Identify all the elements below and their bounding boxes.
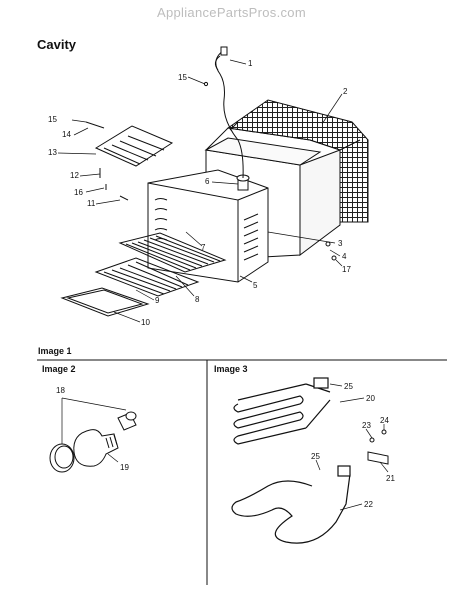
- leader-lines-image3: [315, 383, 389, 511]
- lamp-wire-harness: [214, 46, 244, 179]
- callout-9: 9: [155, 296, 160, 305]
- callout-13: 13: [48, 148, 57, 157]
- broil-pan: [60, 287, 150, 317]
- callout-1: 1: [248, 59, 253, 68]
- callout-7: 7: [201, 243, 206, 252]
- callout-10: 10: [141, 318, 150, 327]
- image-2-label: Image 2: [42, 364, 76, 374]
- callout-5: 5: [253, 281, 258, 290]
- callout-14: 14: [62, 130, 71, 139]
- broil-element: [233, 377, 331, 445]
- broil-pan-grid: [94, 257, 200, 297]
- callout-17: 17: [342, 265, 351, 274]
- light-lens-cover: [49, 443, 75, 473]
- cavity-screws: [203, 81, 337, 261]
- oven-rack-upper: [118, 232, 227, 273]
- section-title: Cavity: [37, 37, 77, 52]
- callout-11: 11: [87, 199, 96, 208]
- callout-15-top: 15: [178, 73, 187, 82]
- callout-18: 18: [56, 386, 65, 395]
- image-1-label: Image 1: [38, 346, 72, 356]
- callout-4: 4: [342, 252, 347, 261]
- leader-lines-image1: [57, 59, 343, 323]
- callout-23: 23: [362, 421, 371, 430]
- site-watermark: AppliancePartsPros.com: [157, 5, 306, 20]
- leader-lines-image2: [61, 397, 127, 463]
- light-bulb: [73, 429, 119, 467]
- callout-21: 21: [386, 474, 395, 483]
- callout-6: 6: [205, 177, 210, 186]
- callout-24: 24: [380, 416, 389, 425]
- callout-12: 12: [70, 171, 79, 180]
- image-3-label: Image 3: [214, 364, 248, 374]
- callout-22: 22: [364, 500, 373, 509]
- light-socket-sleeve: [117, 411, 137, 431]
- callout-3: 3: [338, 239, 343, 248]
- side-rack-tray: [94, 125, 174, 167]
- callout-19: 19: [120, 463, 129, 472]
- bake-element: [231, 465, 351, 544]
- callout-25-lower: 25: [311, 452, 320, 461]
- rack-bracket: [85, 121, 129, 201]
- callout-8: 8: [195, 295, 200, 304]
- callout-15-left: 15: [48, 115, 57, 124]
- oven-cavity: [147, 169, 269, 283]
- callout-16: 16: [74, 188, 83, 197]
- callout-20: 20: [366, 394, 375, 403]
- element-terminal-block: [367, 429, 389, 465]
- callout-25-upper: 25: [344, 382, 353, 391]
- callout-2: 2: [343, 87, 348, 96]
